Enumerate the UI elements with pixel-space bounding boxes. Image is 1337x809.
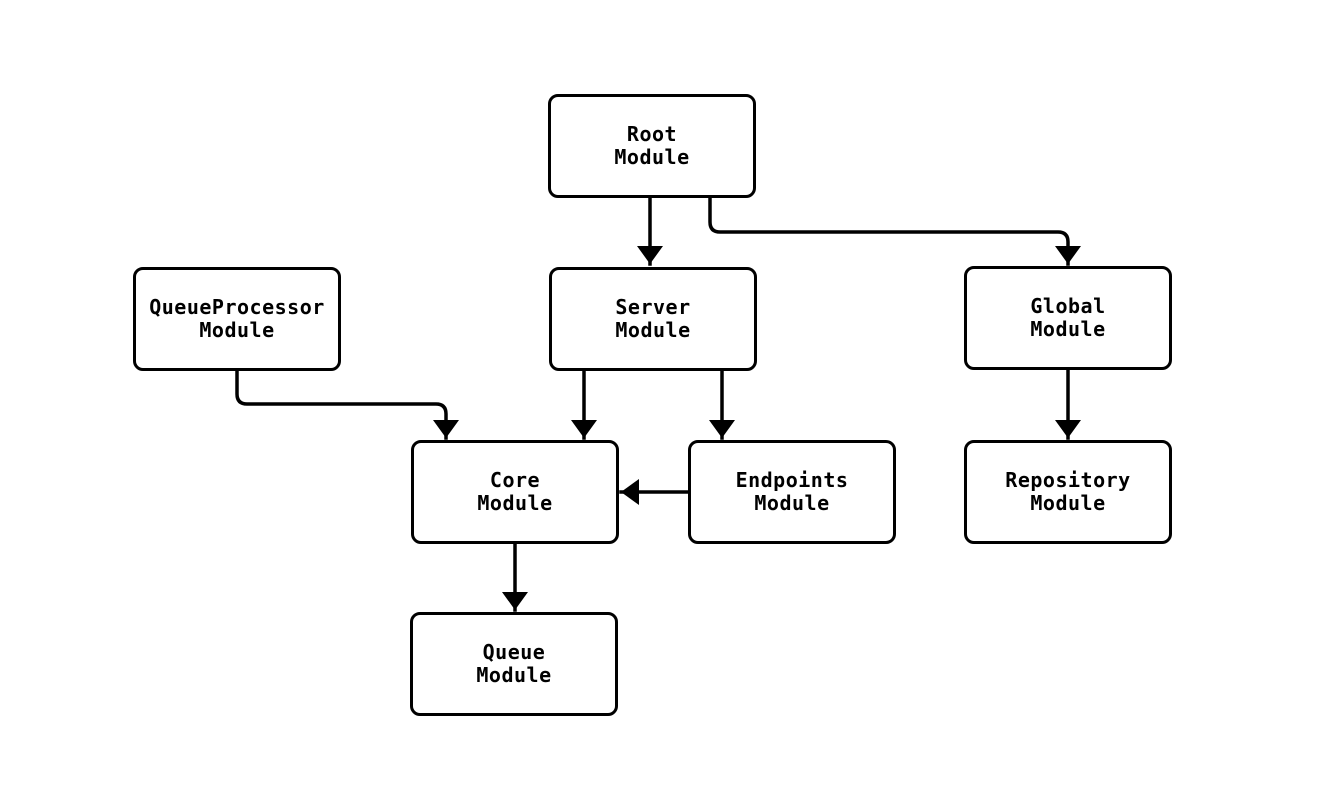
node-repository-module: Repository Module <box>964 440 1172 544</box>
node-queue-module: Queue Module <box>410 612 618 716</box>
node-server-module: Server Module <box>549 267 757 371</box>
node-global-module: Global Module <box>964 266 1172 370</box>
node-queue-module-label: Queue Module <box>476 640 552 687</box>
node-global-module-label: Global Module <box>1030 294 1106 341</box>
node-queueprocessor-module: QueueProcessor Module <box>133 267 341 371</box>
node-queueprocessor-module-label: QueueProcessor Module <box>149 295 325 342</box>
node-endpoints-module-label: Endpoints Module <box>735 468 849 515</box>
node-server-module-label: Server Module <box>615 295 691 342</box>
node-root-module-label: Root Module <box>614 122 690 169</box>
edge-queueprocessor-to-core-arrow <box>235 369 459 440</box>
node-core-module: Core Module <box>411 440 619 544</box>
node-repository-module-label: Repository Module <box>1005 468 1131 515</box>
node-endpoints-module: Endpoints Module <box>688 440 896 544</box>
node-root-module: Root Module <box>548 94 756 198</box>
edge-root-to-global-arrow <box>708 196 1081 266</box>
node-core-module-label: Core Module <box>477 468 553 515</box>
